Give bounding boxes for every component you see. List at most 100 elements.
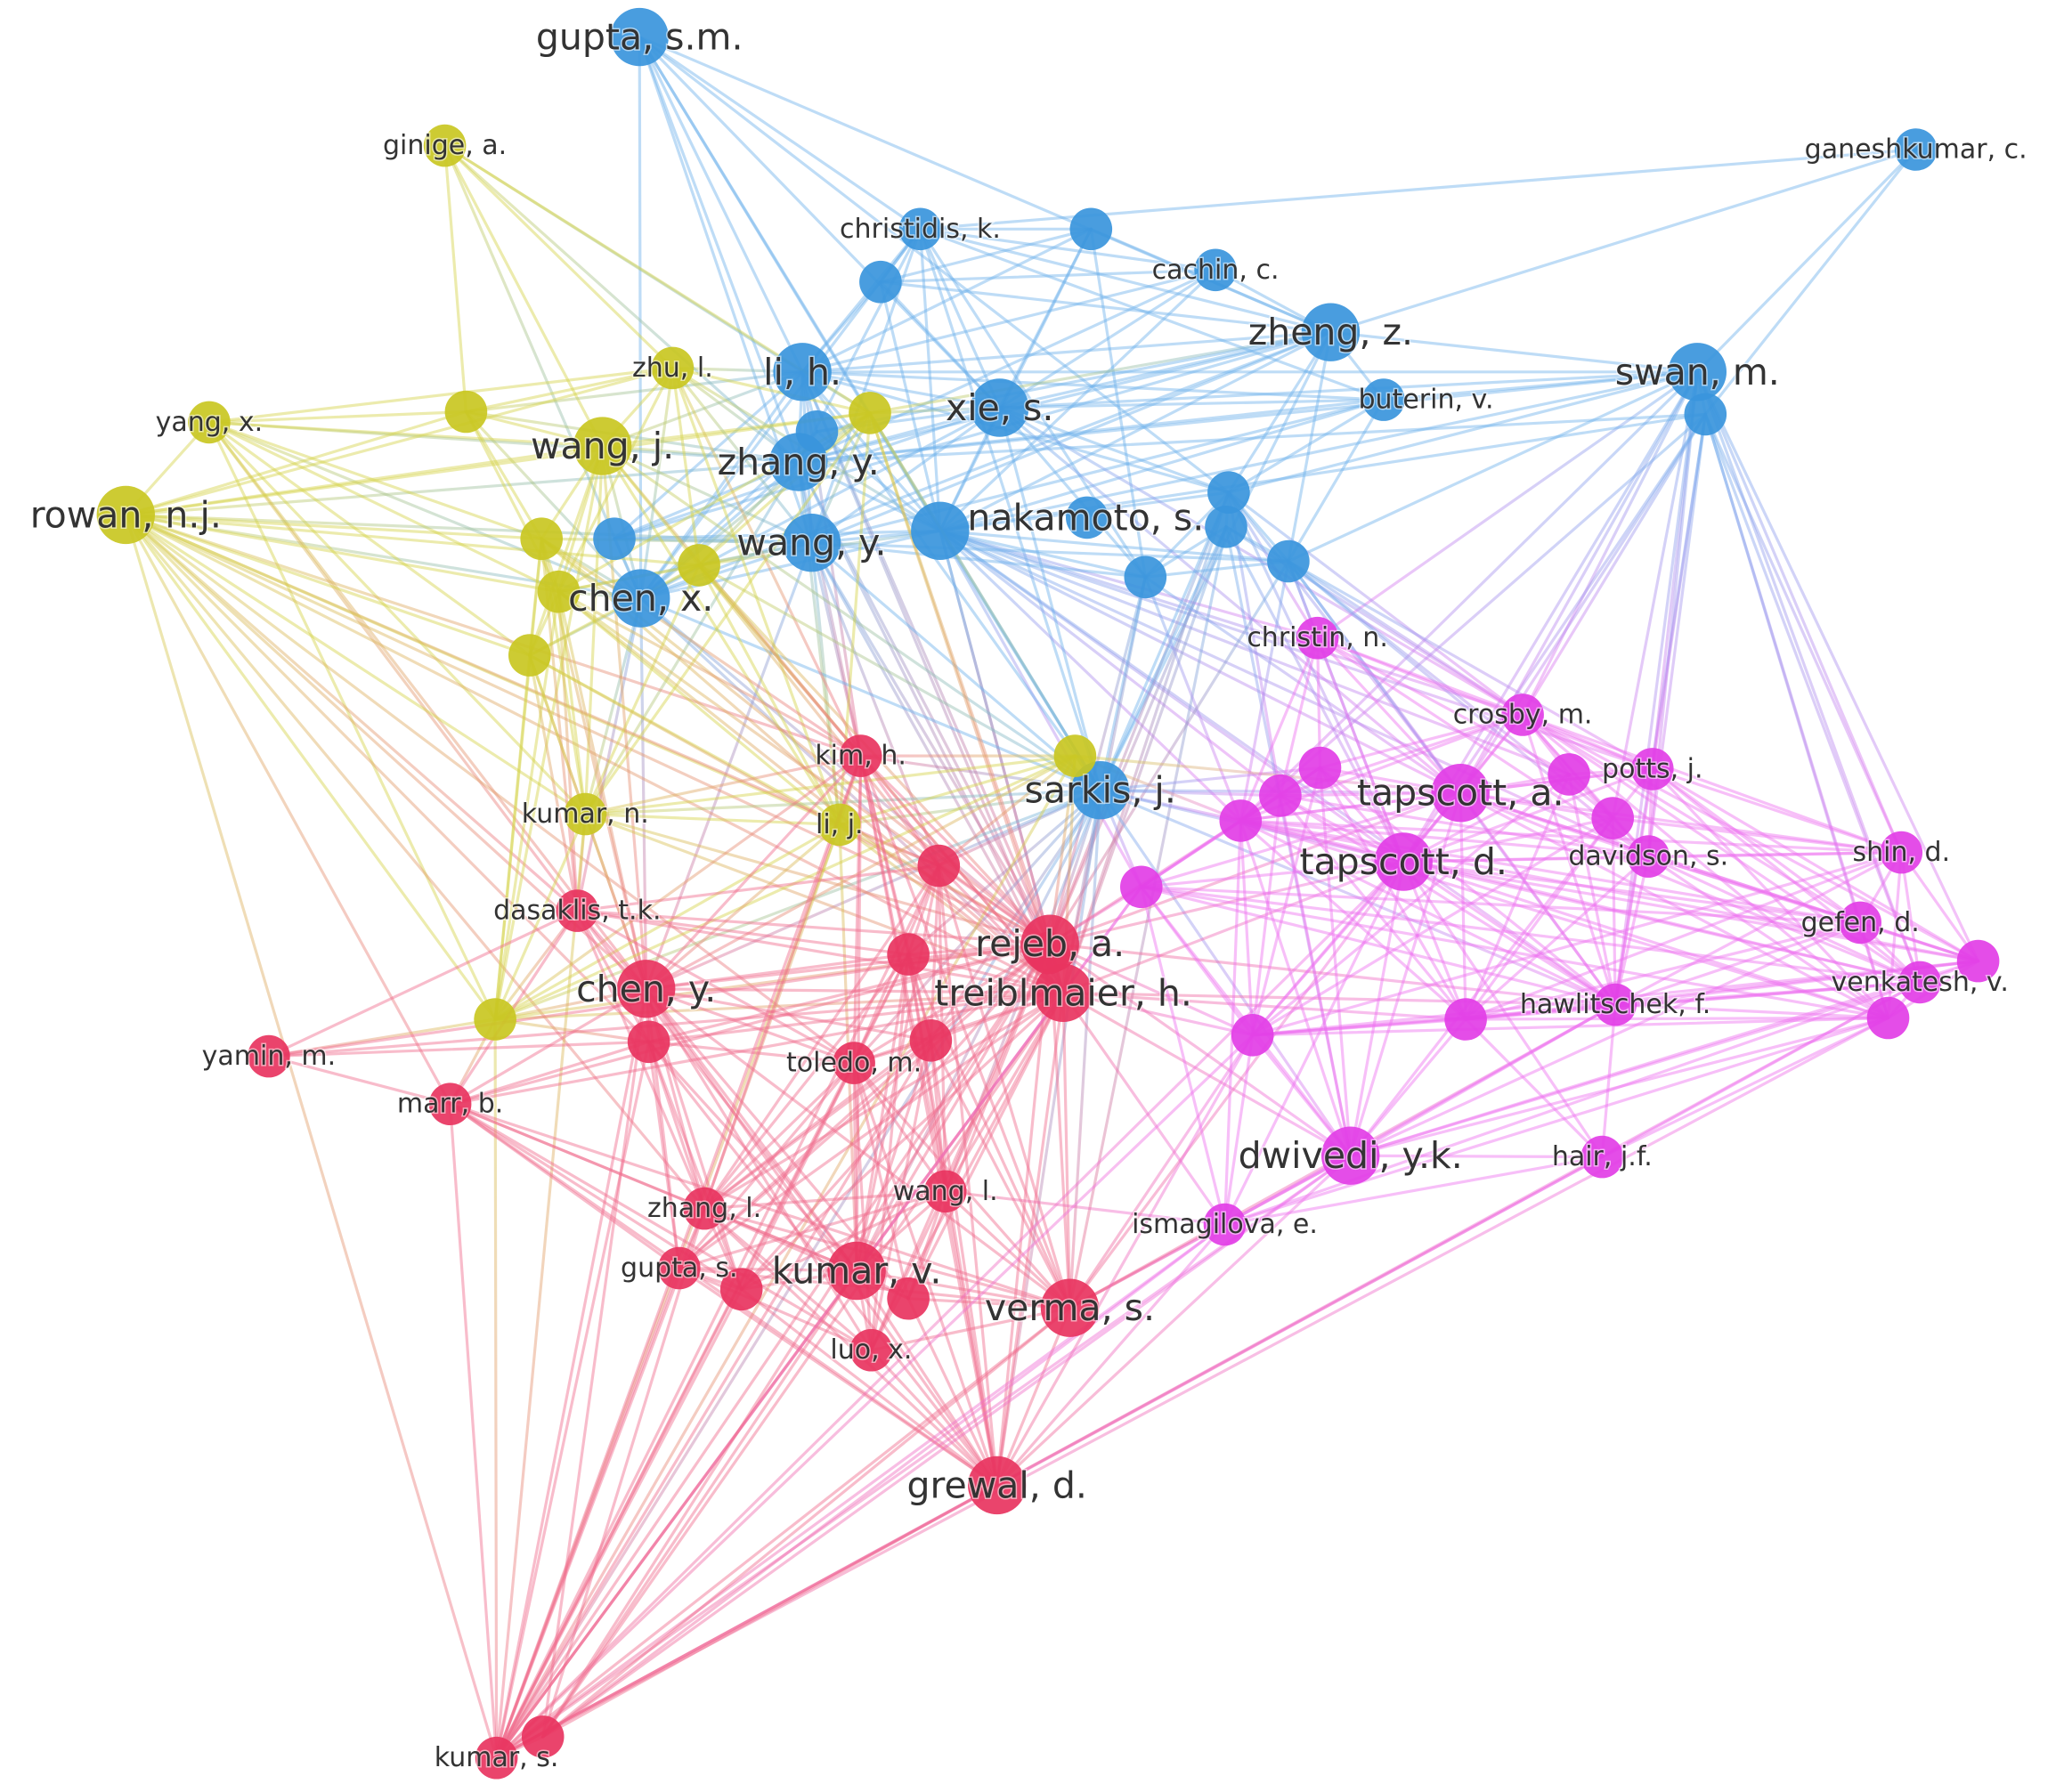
- node-u-red-7[interactable]: [521, 1715, 565, 1758]
- node-verma-s[interactable]: [1040, 1278, 1100, 1337]
- label-gefen-d: gefen, d.: [1801, 907, 1920, 938]
- edge-marr_b-zhang_l: [449, 1102, 706, 1211]
- node-nakamoto-s[interactable]: [911, 501, 970, 560]
- node-xie-s[interactable]: [971, 378, 1029, 437]
- edge-rowan_nj-kim_h: [124, 513, 863, 758]
- node-u-red-4[interactable]: [627, 1020, 670, 1064]
- node-u-blue-5[interactable]: [1207, 471, 1250, 514]
- node-marr-b[interactable]: [428, 1082, 472, 1125]
- node-kim-h[interactable]: [839, 734, 882, 777]
- node-u-blue-1[interactable]: [1069, 207, 1113, 251]
- node-gupta-s[interactable]: [658, 1246, 701, 1290]
- edge-tapscott_d-dwivedi_yk: [1349, 860, 1405, 1157]
- node-dwivedi-yk[interactable]: [1321, 1126, 1380, 1185]
- node-tapscott-a[interactable]: [1431, 764, 1490, 823]
- node-treiblmaier-h[interactable]: [1034, 963, 1093, 1023]
- node-u-magenta-2[interactable]: [1259, 774, 1302, 817]
- node-venkatesh-v[interactable]: [1898, 961, 1941, 1004]
- edge-hawlitschek_f-u_magenta_5: [1567, 773, 1617, 1007]
- node-wang-l[interactable]: [923, 1170, 967, 1213]
- node-u-magenta-4[interactable]: [1591, 797, 1634, 839]
- node-tapscott-d[interactable]: [1374, 832, 1433, 891]
- node-sarkis-j[interactable]: [1071, 761, 1130, 820]
- node-zhang-l[interactable]: [683, 1187, 726, 1230]
- node-u-yellow-7[interactable]: [1053, 734, 1097, 777]
- node-potts-j[interactable]: [1631, 748, 1674, 791]
- node-u-yellow-5[interactable]: [537, 570, 581, 613]
- node-davidson-s[interactable]: [1627, 835, 1670, 878]
- node-li-j[interactable]: [818, 803, 861, 847]
- node-u-magenta-10[interactable]: [1956, 939, 2000, 983]
- node-crosby-m[interactable]: [1501, 693, 1544, 736]
- node-zheng-z[interactable]: [1301, 303, 1361, 361]
- node-wang-j[interactable]: [573, 417, 632, 475]
- node-swan-m[interactable]: [1668, 343, 1727, 401]
- edge-wang_j-li_j: [600, 444, 841, 827]
- node-u-yellow-6[interactable]: [508, 634, 551, 677]
- node-hair-jf[interactable]: [1580, 1135, 1624, 1179]
- node-u-red-3[interactable]: [909, 1019, 953, 1062]
- label-crosby-m: crosby, m.: [1453, 700, 1593, 731]
- node-hawlitschek-f[interactable]: [1594, 983, 1637, 1026]
- edge-sarkis_j-u_red_2: [906, 789, 1102, 956]
- node-u-red-8[interactable]: [1027, 931, 1070, 975]
- node-u-blue-7[interactable]: [1124, 555, 1167, 599]
- edge-chen_x-chen_y: [639, 596, 648, 991]
- node-u-magenta-9[interactable]: [1866, 996, 1910, 1040]
- node-u-blue-3[interactable]: [795, 410, 839, 453]
- node-u-magenta-8[interactable]: [1444, 998, 1487, 1041]
- edge-treiblmaier_h-u_magenta_7: [1061, 991, 1255, 1037]
- node-chen-y[interactable]: [617, 960, 676, 1018]
- label-chen-x: chen, x.: [568, 577, 713, 620]
- node-grewal-d[interactable]: [968, 1455, 1027, 1515]
- node-christidis-k[interactable]: [898, 207, 942, 251]
- node-u-blue-6[interactable]: [1205, 506, 1247, 548]
- node-u-yellow-1[interactable]: [444, 390, 488, 434]
- node-gupta-sm[interactable]: [610, 7, 669, 67]
- node-ginige-a[interactable]: [423, 124, 467, 167]
- node-u-blue-9[interactable]: [1684, 393, 1727, 436]
- node-kumar-v[interactable]: [827, 1241, 886, 1301]
- node-dasaklis-tk[interactable]: [556, 889, 599, 932]
- node-gefen-d[interactable]: [1839, 901, 1881, 945]
- edge-nakamoto_s-u_blue_7: [938, 529, 1147, 579]
- node-yang-x[interactable]: [188, 401, 231, 444]
- node-u-blue-10[interactable]: [1066, 496, 1109, 539]
- node-rowan-nj[interactable]: [96, 485, 155, 545]
- node-li-h[interactable]: [773, 343, 832, 401]
- node-wang-y[interactable]: [782, 514, 841, 572]
- node-cachin-c[interactable]: [1194, 248, 1237, 292]
- node-u-magenta-1[interactable]: [1219, 799, 1263, 842]
- node-ismagilova-e[interactable]: [1203, 1203, 1247, 1246]
- node-u-magenta-5[interactable]: [1548, 753, 1590, 796]
- node-u-blue-4[interactable]: [593, 517, 636, 560]
- node-u-magenta-3[interactable]: [1298, 746, 1342, 790]
- node-u-red-2[interactable]: [887, 933, 930, 976]
- node-u-blue-2[interactable]: [859, 260, 902, 304]
- node-kumar-s[interactable]: [475, 1736, 518, 1780]
- node-shin-d[interactable]: [1880, 831, 1923, 874]
- node-luo-x[interactable]: [849, 1328, 893, 1372]
- edge-u_blue_1-xie_s: [998, 227, 1093, 409]
- node-u-magenta-6[interactable]: [1120, 865, 1163, 909]
- node-toledo-m[interactable]: [833, 1042, 875, 1084]
- node-kumar-n[interactable]: [564, 792, 607, 836]
- node-u-blue-8[interactable]: [1267, 539, 1310, 583]
- node-buterin-v[interactable]: [1362, 378, 1405, 421]
- node-ganeshkumar-c[interactable]: [1894, 128, 1938, 171]
- edge-marr_b-verma_s: [449, 1102, 1072, 1310]
- node-zhu-l[interactable]: [651, 346, 695, 390]
- node-u-yellow-4[interactable]: [678, 544, 720, 587]
- node-u-yellow-2[interactable]: [849, 392, 891, 434]
- node-u-yellow-8[interactable]: [474, 998, 516, 1041]
- node-chen-x[interactable]: [612, 569, 670, 628]
- edge-u_yellow_2-sarkis_j: [868, 411, 1102, 792]
- node-u-red-5[interactable]: [719, 1268, 763, 1311]
- node-yamin-m[interactable]: [248, 1034, 290, 1078]
- node-u-magenta-7[interactable]: [1231, 1014, 1274, 1057]
- node-christin-n[interactable]: [1296, 616, 1339, 660]
- node-u-red-6[interactable]: [887, 1277, 930, 1320]
- node-u-yellow-3[interactable]: [520, 517, 563, 560]
- node-u-red-1[interactable]: [917, 844, 961, 888]
- edge-tapscott_d-hawlitschek_f: [1402, 860, 1617, 1007]
